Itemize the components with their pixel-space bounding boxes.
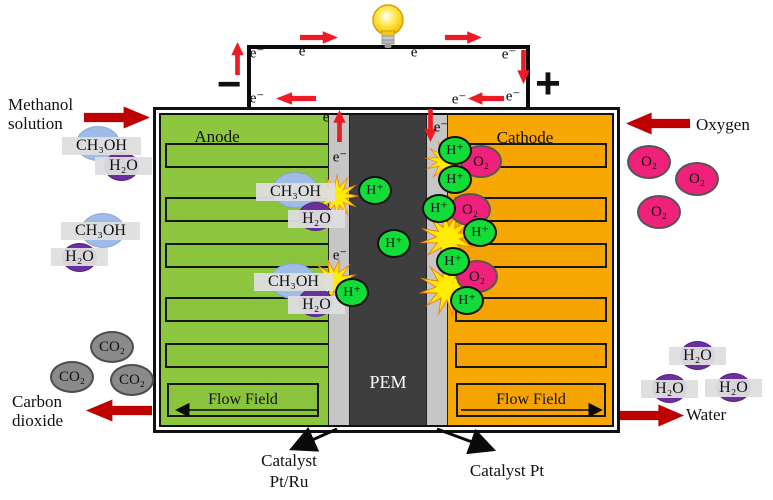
electron-label: e⁻ [249, 90, 265, 107]
flow-field-label: Flow Field [208, 391, 278, 408]
electron-label: e⁻ [501, 46, 517, 63]
anode-label: Anode [194, 127, 240, 146]
flow-channel [455, 343, 607, 368]
co2-outlet-arrow [86, 399, 152, 422]
methanol-molecule-label: CH₃OH [62, 137, 141, 155]
membrane-electrode-assembly: Anode Flow Field PEM Cathode [159, 113, 614, 427]
flow-field-label: Flow Field [496, 391, 566, 408]
electron-label: e⁻ [451, 91, 467, 108]
water-molecule-label: H₂O [669, 347, 726, 365]
flow-channel [165, 143, 328, 168]
water-label: Water [686, 405, 727, 424]
methanol-molecule-label: CH₃OH [61, 222, 140, 240]
light-bulb-icon [372, 4, 404, 48]
pem-label: PEM [369, 372, 407, 392]
co2-molecule: CO₂ [110, 364, 154, 396]
proton-ion: H⁺ [358, 176, 392, 205]
methanol-solution-label: Methanol solution [8, 95, 74, 133]
electron-label: e⁻ [298, 43, 314, 60]
methanol-molecule-label: CH₃OH [254, 273, 333, 291]
fuel-cell-body: Anode Flow Field PEM Cathode [153, 107, 620, 433]
proton-ion: H⁺ [422, 194, 456, 223]
water-molecule-label: H₂O [288, 210, 345, 228]
electron-label: e⁻ [433, 119, 449, 136]
electron-label: e⁻ [322, 109, 338, 126]
proton-ion: H⁺ [438, 136, 472, 165]
water-molecule-label: H₂O [288, 296, 345, 314]
proton-ion: H⁺ [438, 165, 472, 194]
water-molecule-label: H₂O [641, 380, 698, 398]
flow-field-box-anode: Flow Field [167, 383, 319, 417]
proton-ion: H⁺ [450, 286, 484, 315]
water-molecule-label: H₂O [95, 157, 152, 175]
electron-label: e⁻ [332, 149, 348, 166]
electron-label: e⁻ [505, 88, 521, 105]
carbon-dioxide-label: Carbon dioxide [12, 392, 63, 430]
positive-terminal: + [535, 59, 561, 108]
electron-label: e⁻ [410, 44, 426, 61]
electron-label: e⁻ [332, 247, 348, 264]
co2-molecule: CO₂ [90, 331, 134, 363]
oxygen-molecule: O₂ [675, 162, 719, 196]
water-outlet-arrow [620, 404, 684, 427]
oxygen-molecule: O₂ [637, 195, 681, 229]
water-molecule-label: H₂O [51, 248, 108, 266]
methanol-molecule-label: CH₃OH [256, 183, 335, 201]
oxygen-inlet-arrow [626, 112, 690, 135]
proton-ion: H⁺ [463, 218, 497, 247]
flow-field-box-cathode: Flow Field [456, 383, 606, 417]
co2-molecule: CO₂ [50, 361, 94, 393]
proton-ion: H⁺ [377, 229, 411, 258]
flow-channel [165, 343, 328, 368]
electron-flow-arrow [445, 31, 482, 44]
cathode-label: Cathode [496, 128, 554, 147]
water-molecule-label: H₂O [705, 379, 762, 397]
negative-terminal: − [216, 60, 242, 107]
oxygen-molecule: O₂ [627, 145, 671, 179]
pem-membrane: PEM [350, 115, 426, 425]
catalyst-pt-label: Catalyst Pt [469, 461, 545, 480]
electron-label: e⁻ [249, 45, 265, 62]
proton-ion: H⁺ [436, 247, 470, 276]
proton-ion: H⁺ [335, 278, 369, 307]
oxygen-label: Oxygen [696, 115, 750, 134]
catalyst-ptru-label: Catalyst Pt/Ru [261, 451, 317, 491]
